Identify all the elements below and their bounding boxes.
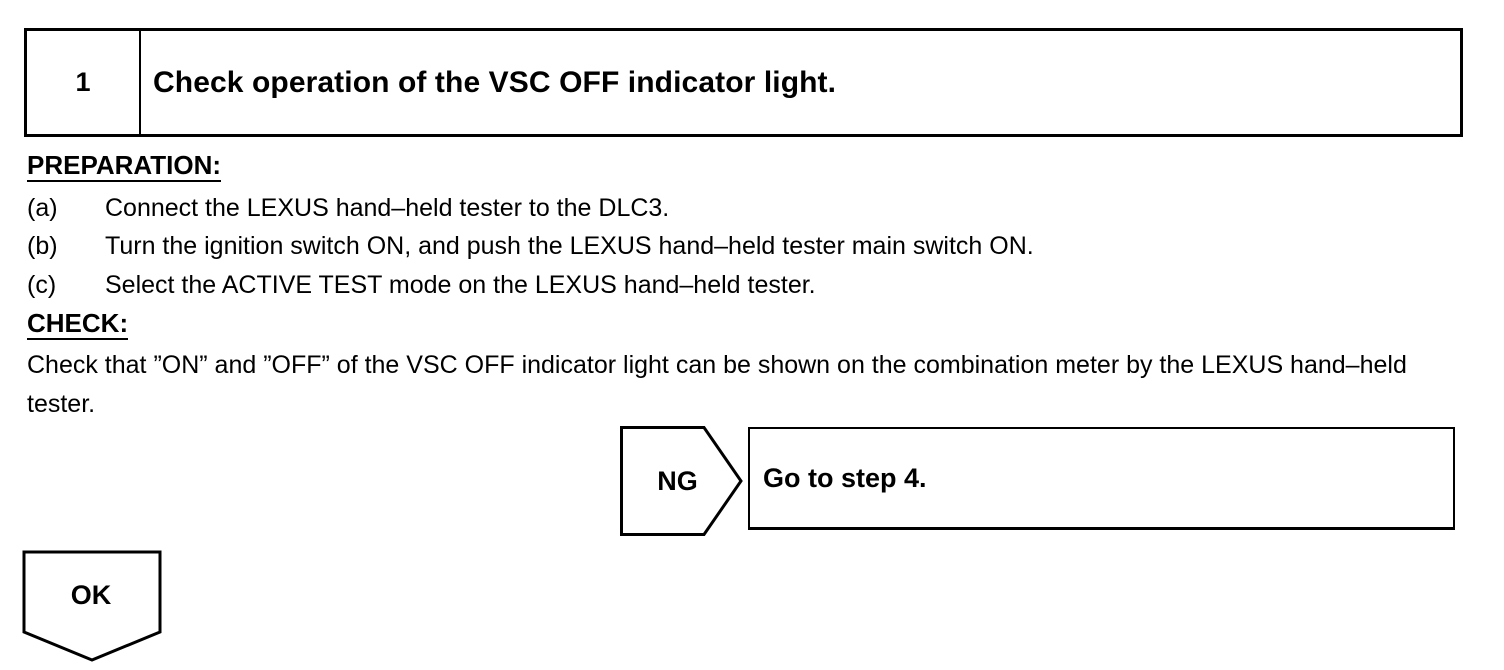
ng-arrow-icon	[620, 426, 743, 536]
preparation-item: (b) Turn the ignition switch ON, and push…	[27, 231, 1034, 261]
step-header-box: 1 Check operation of the VSC OFF indicat…	[24, 28, 1463, 137]
item-text: Select the ACTIVE TEST mode on the LEXUS…	[105, 271, 816, 299]
check-text: Check that ”ON” and ”OFF” of the VSC OFF…	[27, 351, 1407, 418]
ok-arrow-icon	[22, 550, 162, 662]
check-heading: CHECK:	[27, 308, 129, 340]
item-marker: (b)	[27, 232, 58, 260]
step-number: 1	[27, 31, 141, 134]
preparation-item: (a) Connect the LEXUS hand–held tester to…	[27, 193, 669, 223]
item-text: Turn the ignition switch ON, and push th…	[105, 232, 1034, 260]
item-marker: (c)	[27, 271, 57, 299]
item-marker: (a)	[27, 194, 58, 222]
ok-label: OK	[70, 579, 112, 610]
preparation-item: (c) Select the ACTIVE TEST mode on the LE…	[27, 270, 816, 300]
item-text: Connect the LEXUS hand–held tester to th…	[105, 194, 670, 222]
step-title: Check operation of the VSC OFF indicator…	[153, 65, 837, 99]
ng-action-box: Go to step 4.	[748, 427, 1455, 530]
ng-action-text: Go to step 4.	[763, 462, 927, 493]
preparation-heading: PREPARATION:	[27, 150, 222, 182]
ng-label: NG	[657, 465, 698, 496]
